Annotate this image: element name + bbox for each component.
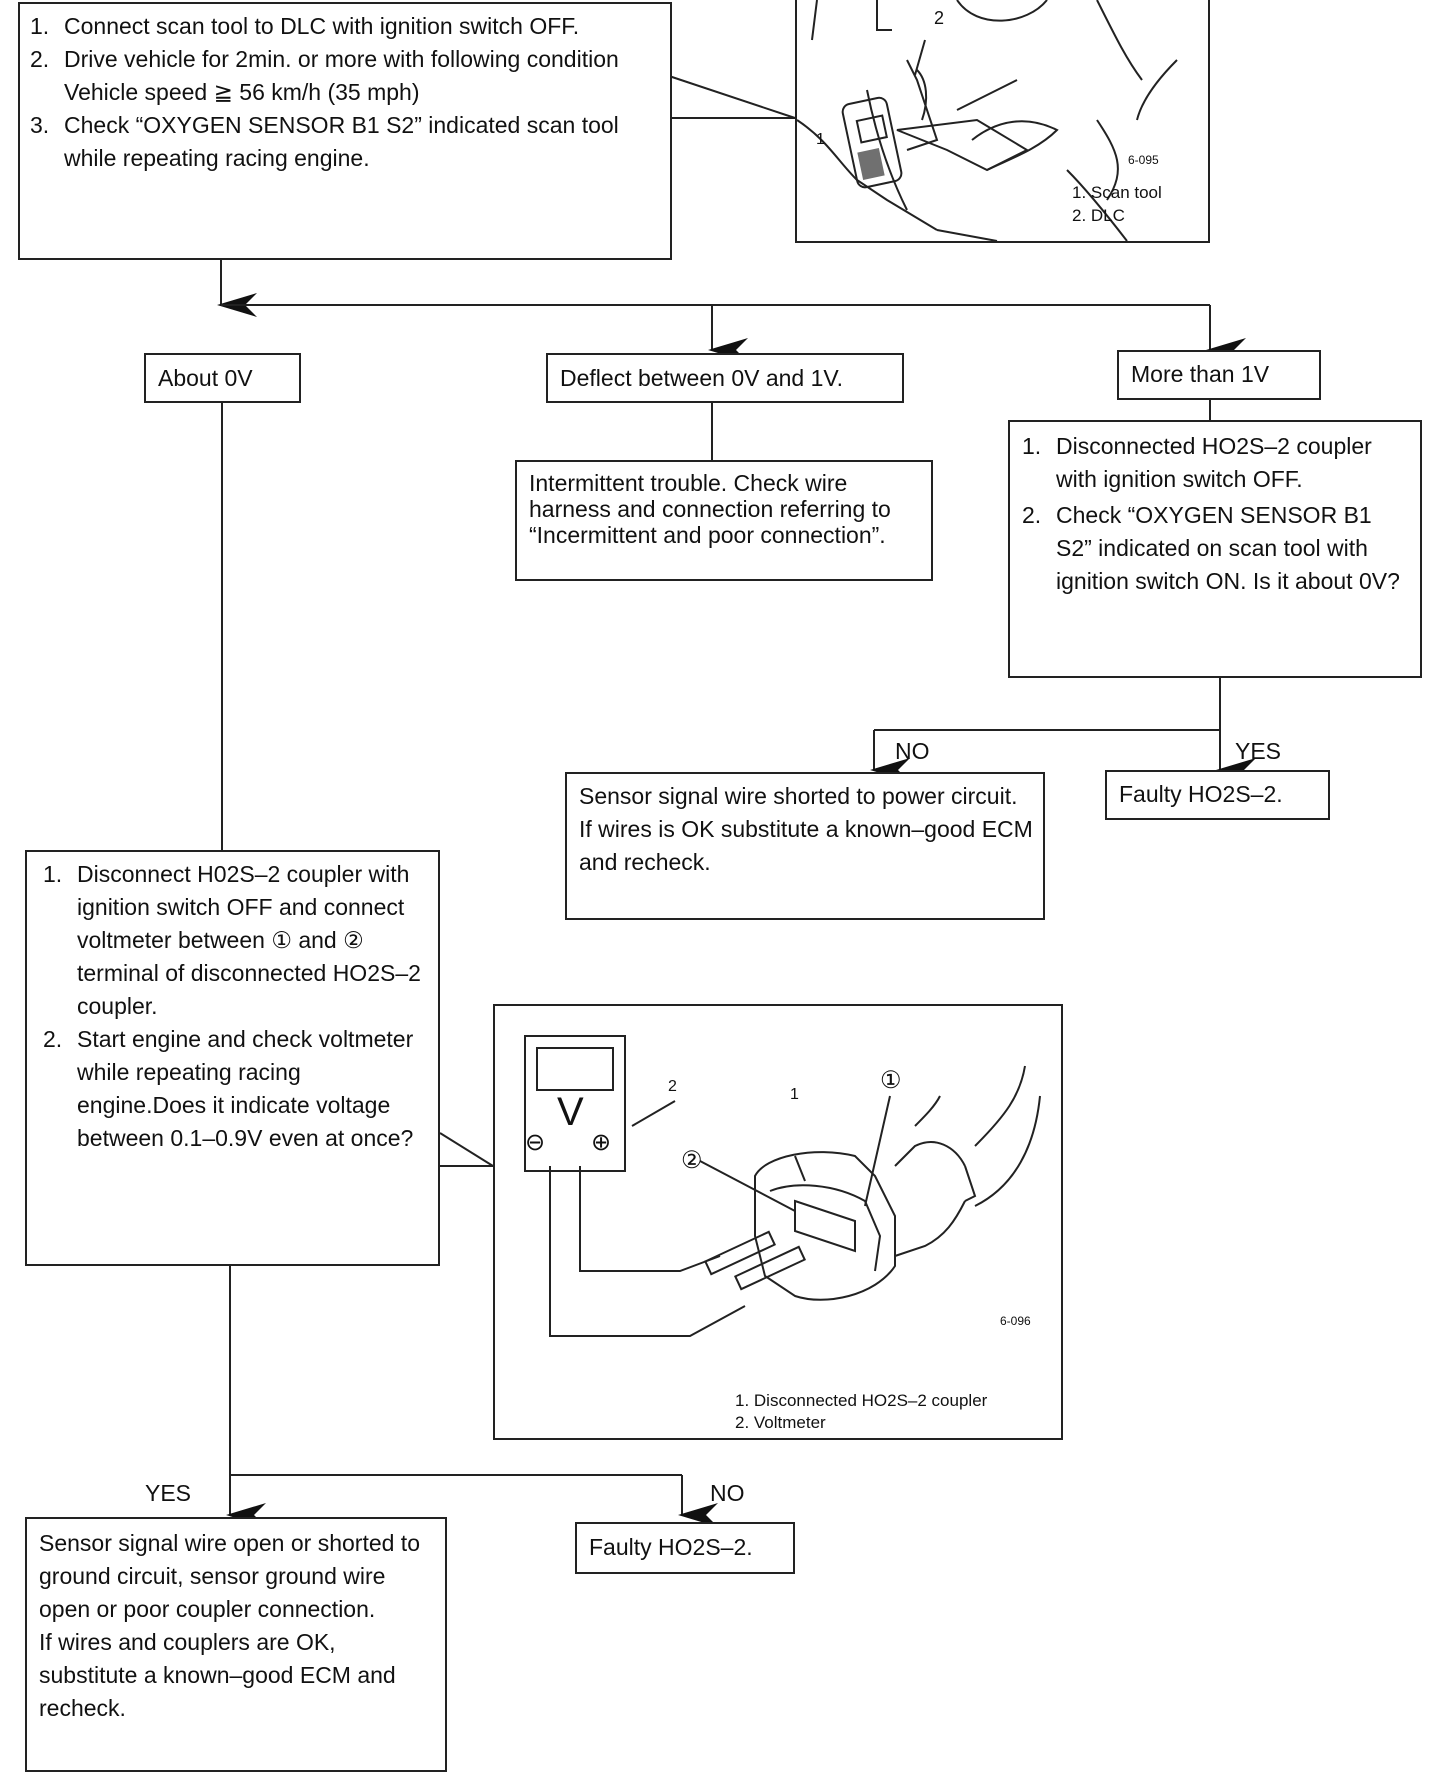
voltmeter-body [524,1035,626,1172]
terminal-1-marker: ① [880,1067,902,1094]
step1-box: 1.Connect scan tool to DLC with ignition… [18,2,672,260]
shorted-power-box: Sensor signal wire shorted to power circ… [565,772,1045,920]
fig2-legend-2: 2. Voltmeter [735,1413,826,1432]
fig1-callout-1: 1 [816,131,825,148]
check-more-list: 1.Disconnected HO2S–2 coupler with ignit… [1022,430,1410,598]
no-label-upper: NO [895,738,930,764]
faulty-box-upper: Faulty HO2S–2. [1105,770,1330,820]
terminal-2-marker: ② [681,1147,703,1174]
step1-item: 1.Connect scan tool to DLC with ignition… [30,13,580,39]
step1-item: Vehicle speed ≧ 56 km/h (35 mph) [64,79,420,105]
check-more-box: 1.Disconnected HO2S–2 coupler with ignit… [1008,420,1422,678]
fig1-callout-2: 2 [934,8,945,28]
step1-item: 2.Drive vehicle for 2min. or more with f… [30,46,619,72]
fig2-callout-2: 2 [668,1078,677,1095]
fig2-callout-1: 1 [790,1086,799,1103]
check-about-box: 1.Disconnect H02S–2 coupler with ignitio… [25,850,440,1266]
branch-deflect: Deflect between 0V and 1V. [546,353,904,403]
yes-label-lower: YES [145,1480,192,1506]
intermittent-box: Intermittent trouble. Check wire harness… [515,460,933,581]
check-about-list: 1.Disconnect H02S–2 coupler with ignitio… [43,858,426,1155]
meter-minus-terminal: ⊖ [525,1129,546,1156]
step1-list: 1.Connect scan tool to DLC with ignition… [30,10,660,175]
no-label-lower: NO [710,1480,745,1506]
faulty-box-lower: Faulty HO2S–2. [575,1522,795,1574]
check-more-item: 2.Check “OXYGEN SENSOR B1 S2” indicated … [1022,502,1400,594]
meter-plus-terminal: ⊕ [591,1129,612,1156]
fig2-code: 6-096 [1000,1314,1031,1328]
voltmeter-figure: V ⊖ ⊕ 2 1 ① ② 6-096 1. Disconnected HO2S… [493,1004,1063,1440]
branch-about-0v: About 0V [144,353,301,403]
yes-label-upper: YES [1235,738,1282,764]
meter-v-letter: V [557,1090,584,1134]
voltmeter-illustration [524,1035,1041,1337]
fig1-legend-2: 2. DLC [1072,206,1125,225]
branch-more-1v: More than 1V [1117,350,1321,400]
step1-item: 3.Check “OXYGEN SENSOR B1 S2” indicated … [30,112,619,171]
open-short-box: Sensor signal wire open or shorted to gr… [25,1517,447,1772]
check-more-item: 1.Disconnected HO2S–2 coupler with ignit… [1022,433,1372,492]
fig1-legend-1: 1. Scan tool [1072,183,1162,202]
fig1-code: 6-095 [1128,153,1159,167]
scan-tool-figure: 1 2 6-095 1. Scan tool 2. DLC [795,0,1210,243]
check-about-item: 2.Start engine and check voltmeter while… [43,1026,414,1151]
fig2-legend-1: 1. Disconnected HO2S–2 coupler [735,1391,988,1410]
check-about-item: 1.Disconnect H02S–2 coupler with ignitio… [43,861,421,1019]
scan-tool-illustration [797,0,1178,241]
